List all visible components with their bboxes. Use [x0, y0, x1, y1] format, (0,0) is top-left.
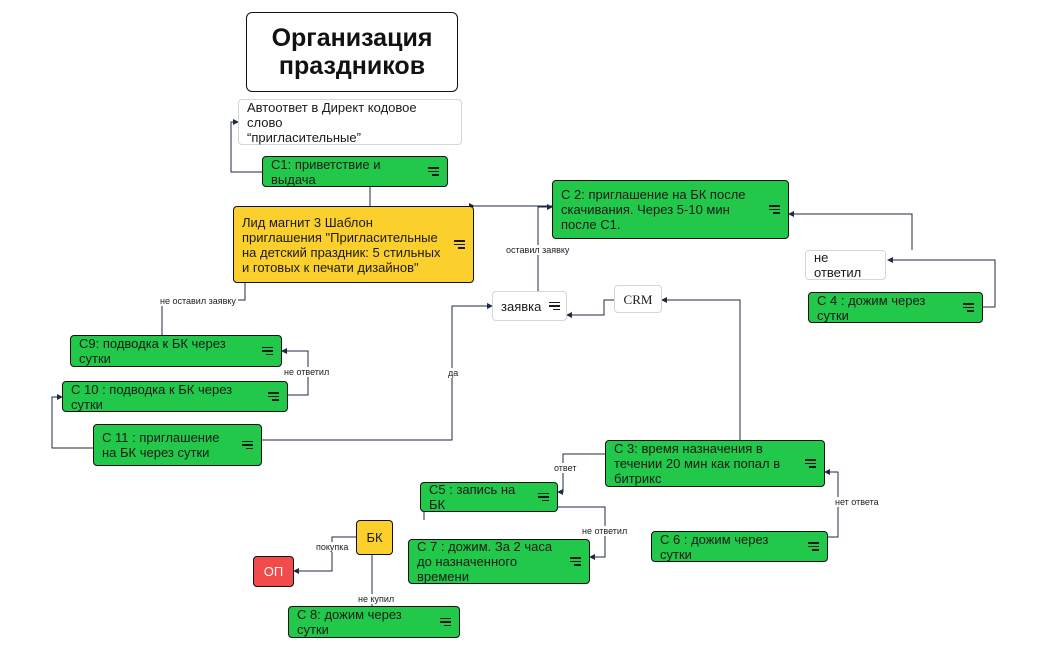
node-c7-text: С 7 : дожим. За 2 часа до назначенного в…: [417, 539, 553, 584]
node-c4-text: С 4 : дожим через сутки: [817, 292, 926, 323]
edge-c3-c5: [557, 453, 605, 495]
node-op[interactable]: ОП: [253, 556, 294, 587]
menu-icon: [537, 492, 549, 502]
node-c8-text: С 8: дожим через сутки: [297, 607, 402, 637]
node-c6[interactable]: С 6 : дожим через сутки: [651, 531, 828, 562]
edge-label-no-answer-left: не ответил: [282, 367, 332, 377]
edge-label-no-request: не оставил заявку: [158, 296, 238, 306]
node-lead-magnet-text: Лид магнит 3 Шаблон приглашения "Приглас…: [242, 214, 441, 275]
node-crm[interactable]: CRM: [614, 285, 662, 313]
node-c1-text: С1: приветствие и выдача: [271, 156, 381, 187]
node-autoreply[interactable]: Автоответ в Директ кодовое слово “пригла…: [238, 99, 462, 145]
node-c4[interactable]: С 4 : дожим через сутки: [808, 292, 983, 323]
menu-icon: [569, 557, 581, 566]
node-c6-text: С 6 : дожим через сутки: [660, 531, 769, 562]
node-c10-text: С 10 : подводка к БК через сутки: [71, 381, 233, 412]
edge-c3-crm: [661, 297, 741, 440]
node-lead-magnet[interactable]: Лид магнит 3 Шаблон приглашения "Приглас…: [233, 206, 474, 283]
node-c2-text: С 2: приглашение на БК после скачивания.…: [561, 187, 746, 232]
edge-label-no-answer-c7: не ответил: [580, 526, 630, 536]
node-request[interactable]: заявка: [492, 291, 567, 321]
menu-icon: [962, 303, 974, 312]
node-crm-text: CRM: [623, 291, 653, 307]
edge-lead-c9: [161, 283, 246, 335]
node-bk[interactable]: БК: [356, 520, 393, 555]
node-c8[interactable]: С 8: дожим через сутки: [288, 606, 460, 638]
node-c3[interactable]: С 3: время назначения в течении 20 мин к…: [605, 440, 825, 487]
menu-icon: [261, 346, 273, 356]
node-bk-text: БК: [366, 530, 383, 545]
edge-label-left-request: оставил заявку: [504, 245, 572, 255]
menu-icon: [549, 301, 561, 311]
node-op-text: ОП: [263, 564, 284, 579]
node-c11-text: С 11 : приглашение на БК через сутки: [102, 430, 220, 460]
diagram-title: Организация праздников: [246, 12, 458, 92]
node-c9[interactable]: С9: подводка к БК через сутки: [70, 335, 282, 367]
node-request-text: заявка: [501, 298, 542, 314]
edge-label-no-response: нет ответа: [833, 497, 881, 507]
menu-icon: [453, 240, 465, 249]
menu-icon: [807, 542, 819, 551]
node-c3-text: С 3: время назначения в течении 20 мин к…: [614, 441, 781, 486]
menu-icon: [768, 205, 780, 214]
edge-label-answer: ответ: [552, 463, 579, 473]
edge-label-not-bought: не купил: [356, 594, 397, 604]
node-c10[interactable]: С 10 : подводка к БК через сутки: [62, 381, 288, 412]
node-c5[interactable]: С5 : запись на БК: [420, 482, 558, 512]
edge-label-purchase: покупка: [314, 542, 351, 552]
edge-noanswer-c2: [788, 211, 913, 250]
menu-icon: [267, 392, 279, 401]
node-no-answer-right[interactable]: не ответил: [805, 250, 886, 280]
menu-icon: [804, 459, 816, 468]
node-c11[interactable]: С 11 : приглашение на БК через сутки: [93, 424, 262, 466]
node-c7[interactable]: С 7 : дожим. За 2 часа до назначенного в…: [408, 539, 590, 584]
node-no-answer-right-text: не ответил: [814, 250, 862, 280]
node-c2[interactable]: С 2: приглашение на БК после скачивания.…: [552, 180, 789, 239]
node-c9-text: С9: подводка к БК через сутки: [79, 336, 226, 366]
node-c5-text: С5 : запись на БК: [429, 482, 516, 512]
edge-label-yes: да: [446, 368, 461, 378]
node-autoreply-text: Автоответ в Директ кодовое слово “пригла…: [247, 99, 417, 145]
menu-icon: [427, 167, 439, 176]
node-c1[interactable]: С1: приветствие и выдача: [262, 156, 448, 187]
menu-icon: [439, 617, 451, 627]
edge-crm-request: [566, 299, 614, 318]
menu-icon: [241, 440, 253, 450]
